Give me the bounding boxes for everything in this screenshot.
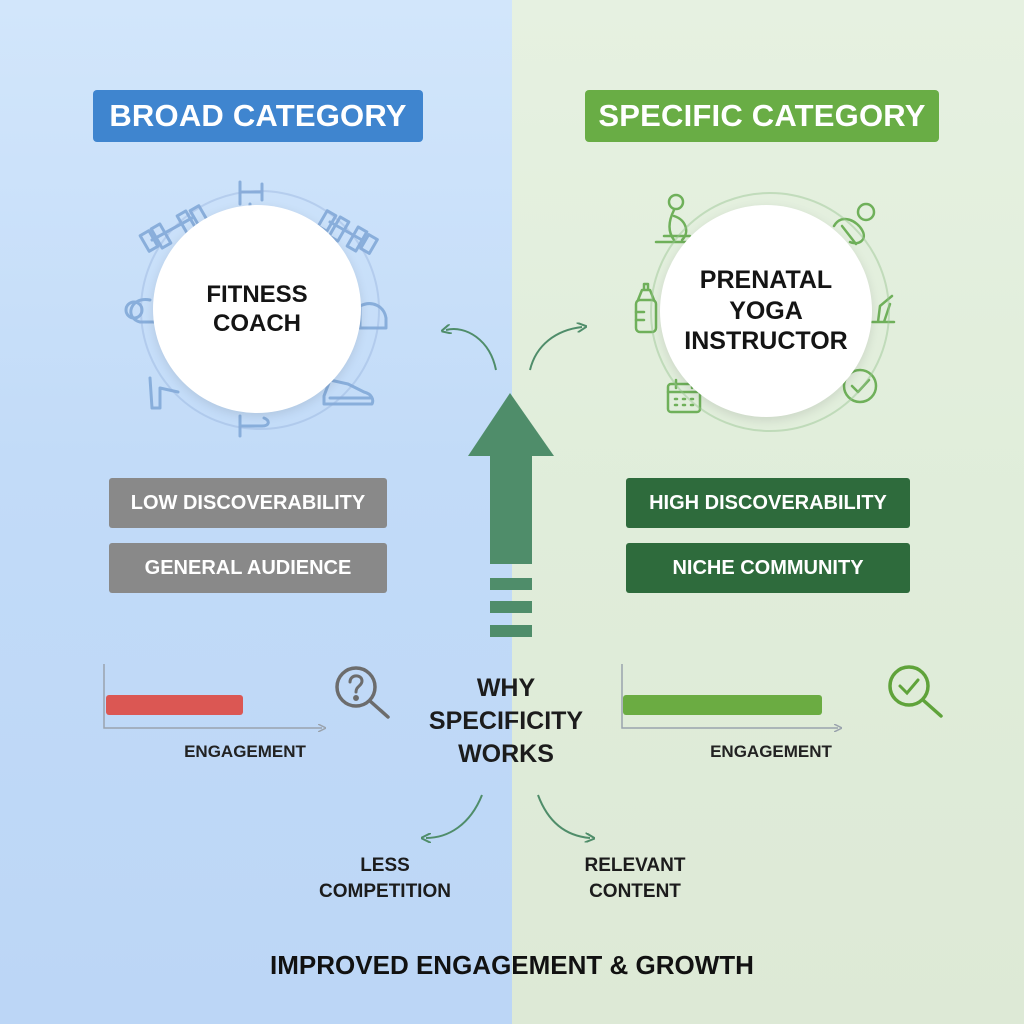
engagement-bar-high (623, 695, 822, 715)
fitness-coach-circle: FITNESS COACH (153, 205, 361, 413)
engagement-axis-right (621, 664, 838, 728)
less-competition-label: LESS COMPETITION (319, 855, 451, 902)
magnifier-question-icon (335, 666, 390, 719)
curve-arrow-bottom-left (426, 794, 483, 838)
broad-category-heading: BROAD CATEGORY (93, 90, 423, 142)
curve-arrow-right (529, 327, 582, 371)
specific-category-heading: SPECIFIC CATEGORY (585, 90, 939, 142)
engagement-label-right: ENGAGEMENT (710, 742, 832, 761)
prenatal-yoga-circle: PRENATAL YOGA INSTRUCTOR (660, 205, 872, 417)
low-discoverability-tag: LOW DISCOVERABILITY (109, 478, 387, 528)
relevant-content-label: RELEVANT CONTENT (584, 855, 686, 902)
engagement-label-left: ENGAGEMENT (184, 742, 306, 761)
engagement-bar-low (106, 695, 243, 715)
left-icon-ring (140, 190, 380, 430)
curve-arrow-left (446, 329, 497, 371)
high-discoverability-tag: HIGH DISCOVERABILITY (626, 478, 910, 528)
general-audience-tag: GENERAL AUDIENCE (109, 543, 387, 593)
footer-title: IMPROVED ENGAGEMENT & GROWTH (270, 950, 754, 980)
leg-exercise-icon (148, 376, 180, 410)
magnifier-check-icon (888, 665, 943, 718)
right-icon-ring (650, 192, 890, 432)
engagement-axis-left (103, 664, 322, 728)
niche-community-tag: NICHE COMMUNITY (626, 543, 910, 593)
why-specificity-works-title: WHY SPECIFICITY WORKS (428, 674, 584, 768)
prenatal-yoga-label: PRENATAL YOGA INSTRUCTOR (684, 266, 848, 356)
fitness-coach-label: FITNESS COACH (206, 280, 308, 337)
curve-arrow-bottom-right (537, 794, 590, 838)
growth-arrow (468, 393, 554, 637)
